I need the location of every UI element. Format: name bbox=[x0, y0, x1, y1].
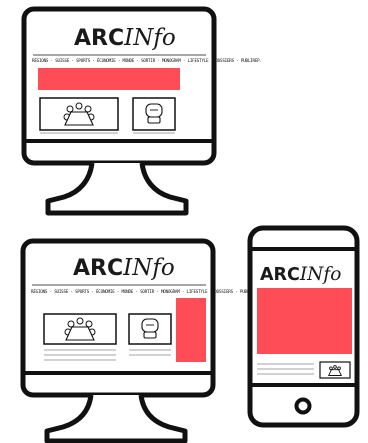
home-button-icon bbox=[294, 397, 312, 415]
nav-bar: RÉGIONS · SUISSE · SPORTS · ÉCONOMIE · M… bbox=[32, 58, 262, 63]
brand-logo: ARCINfo bbox=[74, 25, 176, 51]
hero-banner bbox=[38, 68, 180, 90]
brand-logo: ARCINfo bbox=[73, 255, 175, 281]
nav-bar: RÉGIONS · SUISSE · SPORTS · ÉCONOMIE · M… bbox=[31, 289, 261, 294]
brand-logo: ARCINfo bbox=[260, 264, 341, 285]
conference-table-icon bbox=[64, 317, 96, 341]
monitor-stand bbox=[44, 394, 188, 443]
hero-banner bbox=[257, 288, 352, 354]
desktop-monitor-bottom: ARCINfo RÉGIONS · SUISSE · SPORTS · ÉCON… bbox=[20, 238, 261, 443]
conference-table-icon bbox=[327, 365, 343, 376]
boxing-glove-icon bbox=[141, 318, 159, 339]
desktop-monitor-top: ARCINfo RÉGIONS · SUISSE · SPORTS · ÉCON… bbox=[21, 6, 262, 216]
smartphone: ARCINfo bbox=[247, 225, 360, 428]
monitor-stand bbox=[45, 162, 189, 216]
boxing-glove-icon bbox=[145, 103, 163, 124]
sidebar-ad bbox=[176, 298, 206, 362]
conference-table-icon bbox=[63, 102, 95, 126]
